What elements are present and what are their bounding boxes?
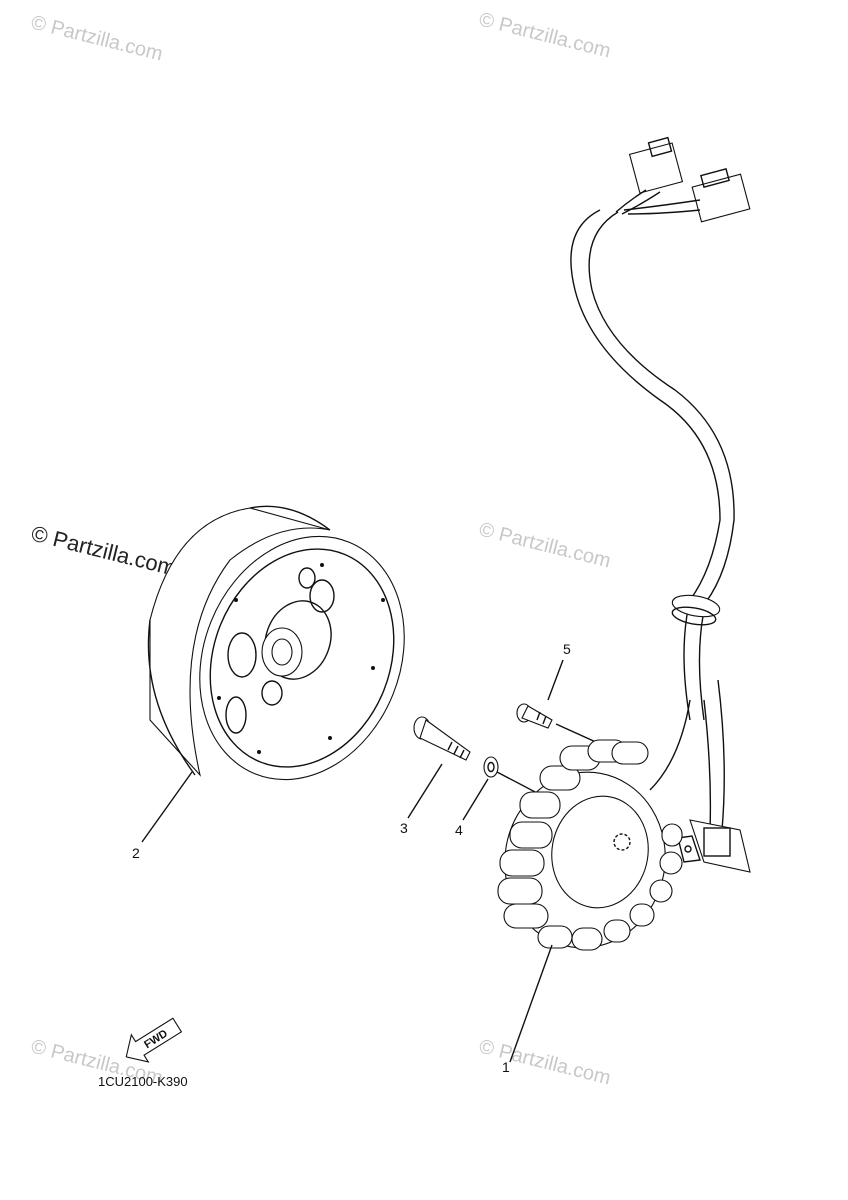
watermark: © Partzilla.com: [477, 9, 613, 63]
callout-3: 3: [400, 820, 408, 836]
stator[interactable]: [491, 136, 751, 1063]
watermark-strong: © Partzilla.com: [29, 521, 179, 581]
watermark: © Partzilla.com: [477, 519, 613, 573]
connector-upper: [615, 136, 684, 215]
diagram-code: 1CU2100-K390: [98, 1074, 188, 1089]
coil-poles: [497, 739, 683, 951]
connector-lower: [623, 167, 751, 223]
bolt[interactable]: [407, 716, 471, 819]
callout-5: 5: [563, 641, 571, 657]
watermark: © Partzilla.com: [477, 1036, 613, 1090]
callout-4: 4: [455, 822, 463, 838]
rotor-flywheel[interactable]: [141, 505, 440, 843]
callout-1: 1: [502, 1059, 510, 1075]
pickup-coil: [677, 819, 751, 873]
watermark: © Partzilla.com: [29, 12, 165, 66]
callout-2: 2: [132, 845, 140, 861]
